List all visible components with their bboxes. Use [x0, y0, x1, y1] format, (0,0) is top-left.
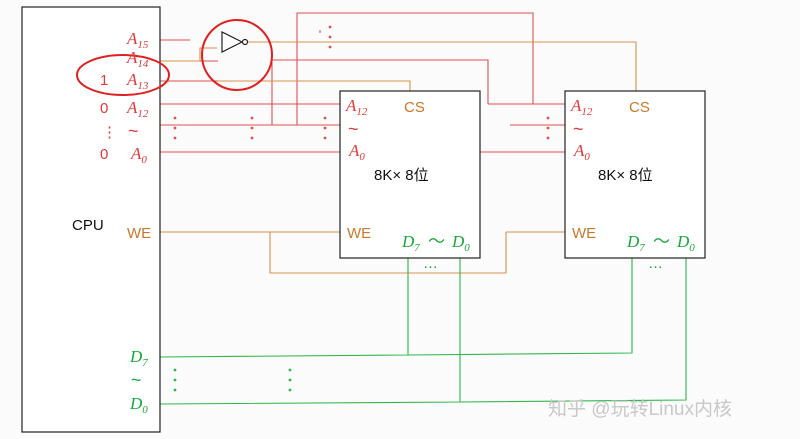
- watermark: 知乎 @玩转Linux内核: [548, 398, 732, 420]
- chip-2-labels: A12 ~ A0 CS 8K× 8位 WE D7 ～ D0: [570, 96, 695, 254]
- address-wires: [159, 12, 565, 153]
- svg-text:D7: D7: [129, 347, 148, 369]
- cpu-pin-a12: 0 A12: [100, 98, 149, 120]
- chip-1-labels: A12 ~ A0 CS 8K× 8位 WE D7 ～ D0: [345, 96, 470, 254]
- chip-2-tilde: ~: [573, 119, 584, 139]
- cpu-pin-a15: A15: [126, 29, 149, 51]
- cpu-block: [21, 6, 161, 433]
- not-gate-icon: [221, 31, 249, 53]
- chip-1-a0: A0: [348, 141, 365, 163]
- svg-text:A14: A14: [126, 48, 149, 70]
- svg-text:A0: A0: [130, 144, 147, 166]
- chip-2-we: WE: [572, 225, 596, 242]
- svg-text:1: 1: [100, 72, 108, 89]
- cpu-data-tilde: ~: [131, 370, 142, 390]
- chip-2-a0: A0: [573, 141, 590, 163]
- cpu-pin-a0: 0 A0: [100, 144, 147, 166]
- chip-2-d0: D0: [676, 232, 695, 254]
- svg-text:A13: A13: [126, 70, 149, 92]
- chip-2-d-tilde: ～: [653, 232, 670, 251]
- cpu-pin-d0: D0: [129, 394, 148, 416]
- chip-2-d7: D7: [626, 232, 645, 254]
- chip-2-a12: A12: [570, 96, 593, 118]
- cpu-vdots: ⋮: [102, 124, 117, 141]
- chip-1-cs: CS: [404, 99, 425, 116]
- svg-text:0: 0: [100, 146, 108, 163]
- cpu-pin-a14: A14: [126, 48, 149, 70]
- chip-1-we: WE: [347, 225, 371, 242]
- data-wires: [159, 258, 687, 405]
- cpu-pin-a13: 1 A13: [100, 70, 149, 92]
- chip-1-a12: A12: [345, 96, 368, 118]
- chip-1-pin-ellipsis: …: [423, 255, 438, 272]
- chip-1-capacity: 8K× 8位: [374, 167, 429, 184]
- chip-2-capacity: 8K× 8位: [598, 167, 653, 184]
- cpu-pin-d7: D7: [129, 347, 148, 369]
- cpu-we-pin: WE: [127, 225, 151, 242]
- chip-1-d-tilde: ～: [428, 232, 445, 251]
- chip-2-pin-ellipsis: …: [648, 255, 663, 272]
- cpu-label: CPU: [72, 217, 104, 234]
- svg-text:A15: A15: [126, 29, 149, 51]
- svg-text:D0: D0: [129, 394, 148, 416]
- chip-1-d7: D7: [401, 232, 420, 254]
- inverter-highlight-circle: [201, 19, 273, 91]
- a13-highlight-circle: [76, 54, 170, 96]
- control-wires: [160, 41, 637, 274]
- svg-text:A12: A12: [126, 98, 149, 120]
- chip-1-tilde: ~: [348, 119, 359, 139]
- cpu-address-tilde: ~: [128, 121, 139, 141]
- memory-chip-2: [564, 90, 706, 259]
- chip-1-d0: D0: [451, 232, 470, 254]
- svg-text:0: 0: [100, 100, 108, 117]
- chip-2-cs: CS: [629, 99, 650, 116]
- memory-chip-1: [339, 90, 481, 259]
